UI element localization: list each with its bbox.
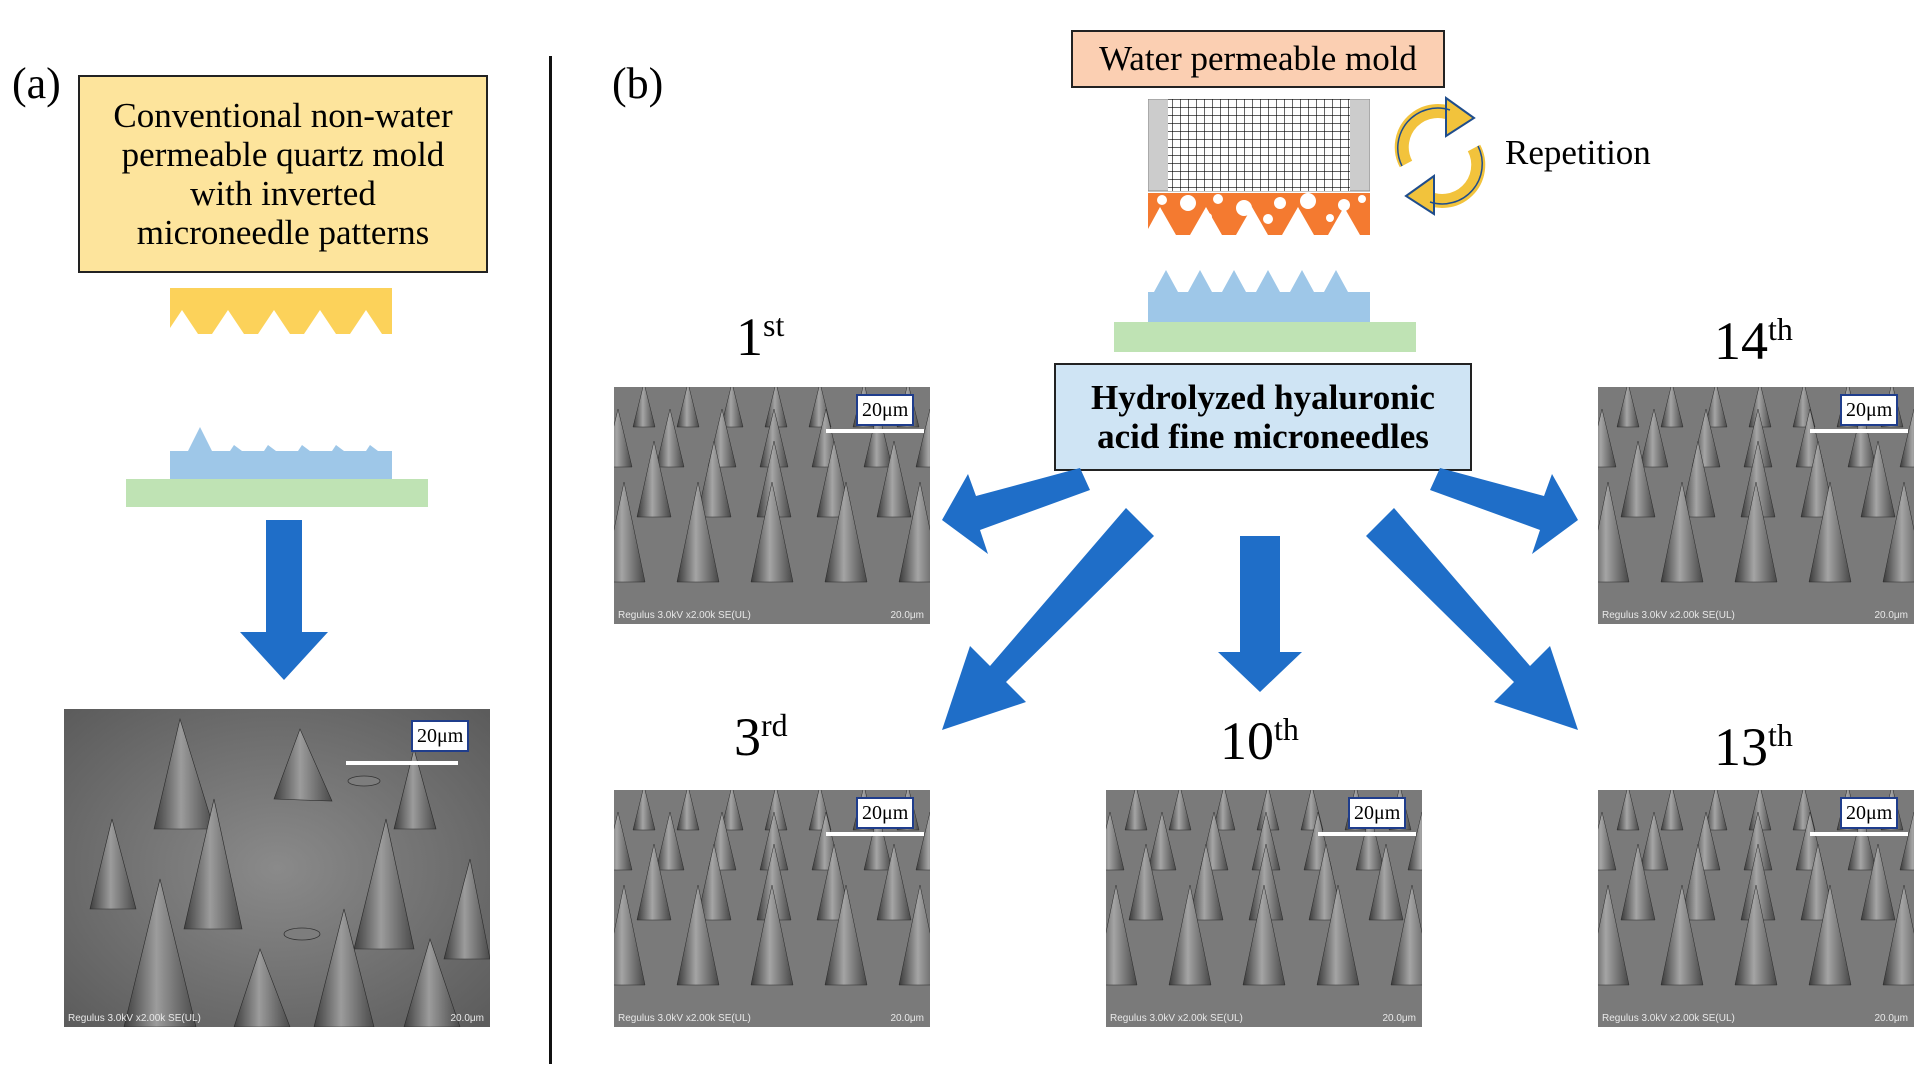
sem-footer: Regulus 3.0kV x2.00k SE(UL) 20.0μm bbox=[1602, 1013, 1908, 1024]
scale-label: 20μm bbox=[1348, 797, 1407, 829]
sem-footer-left: Regulus 3.0kV x2.00k SE(UL) bbox=[1110, 1013, 1243, 1024]
quartz-box-line-4: microneedle patterns bbox=[136, 213, 430, 253]
scale-label: 20μm bbox=[856, 394, 915, 426]
panel-divider bbox=[549, 56, 552, 1064]
label-14th-sup: th bbox=[1768, 311, 1793, 347]
sem-footer: Regulus 3.0kV x2.00k SE(UL) 20.0μm bbox=[618, 1013, 924, 1024]
arrows-b bbox=[942, 468, 1578, 730]
microneedle-layer-a bbox=[170, 427, 392, 479]
quartz-mold-shape bbox=[170, 288, 392, 334]
quartz-box-line-3: with inverted bbox=[190, 174, 376, 213]
sem-footer-left: Regulus 3.0kV x2.00k SE(UL) bbox=[1602, 610, 1735, 621]
quartz-mold-box: Conventional non-water permeable quartz … bbox=[78, 75, 488, 273]
water-permeable-mold-label: Water permeable mold bbox=[1099, 39, 1417, 79]
label-13th: 13th bbox=[1714, 716, 1793, 778]
sem-image-conventional: 20μm Regulus 3.0kV x2.00k SE(UL) 20.0μm bbox=[64, 709, 490, 1027]
center-box-line-1: Hydrolyzed hyaluronic bbox=[1091, 377, 1435, 417]
scale-bar-a bbox=[346, 761, 458, 765]
panel-b-label: (b) bbox=[612, 59, 664, 108]
sem-footer-left: Regulus 3.0kV x2.00k SE(UL) bbox=[618, 1013, 751, 1024]
sem-texture bbox=[1598, 790, 1914, 1027]
label-10th-sup: th bbox=[1274, 711, 1299, 747]
label-13th-num: 13 bbox=[1714, 717, 1768, 777]
label-3rd: 3rd bbox=[734, 706, 788, 768]
sem-footer-right: 20.0μm bbox=[1382, 1013, 1416, 1024]
sem-footer-left-a: Regulus 3.0kV x2.00k SE(UL) bbox=[68, 1013, 201, 1024]
arrow-to-3rd bbox=[942, 508, 1154, 730]
scale-bar bbox=[826, 832, 924, 836]
label-1st-sup: st bbox=[763, 307, 785, 343]
repetition-cycle-icon bbox=[1394, 96, 1486, 216]
sem-texture bbox=[614, 387, 930, 624]
sem-footer-right-a: 20.0μm bbox=[450, 1013, 484, 1024]
arrow-to-13th bbox=[1366, 508, 1578, 730]
label-1st-num: 1 bbox=[736, 307, 763, 367]
sem-footer-left: Regulus 3.0kV x2.00k SE(UL) bbox=[618, 610, 751, 621]
scale-bar bbox=[826, 429, 924, 433]
scale-label-a: 20μm bbox=[411, 720, 470, 752]
sem-texture bbox=[1106, 790, 1422, 1027]
label-1st: 1st bbox=[736, 306, 784, 368]
scale-bar bbox=[1810, 832, 1908, 836]
permeable-mold-shape bbox=[1148, 99, 1370, 235]
sem-footer: Regulus 3.0kV x2.00k SE(UL) 20.0μm bbox=[618, 610, 924, 621]
label-3rd-sup: rd bbox=[761, 707, 788, 743]
sem-footer-right: 20.0μm bbox=[1874, 1013, 1908, 1024]
quartz-box-line-1: Conventional non-water bbox=[113, 95, 453, 135]
label-14th: 14th bbox=[1714, 310, 1793, 372]
panel-a-label: (a) bbox=[12, 59, 61, 108]
center-box-line-2: acid fine microneedles bbox=[1097, 417, 1429, 456]
quartz-box-line-2: permeable quartz mold bbox=[121, 134, 445, 174]
scale-bar bbox=[1810, 429, 1908, 433]
scale-label: 20μm bbox=[1840, 394, 1899, 426]
sem-texture-a bbox=[64, 709, 490, 1027]
label-10th: 10th bbox=[1220, 710, 1299, 772]
hyaluronic-acid-box: Hydrolyzed hyaluronic acid fine micronee… bbox=[1054, 363, 1472, 471]
substrate-a bbox=[126, 479, 428, 507]
sem-footer-right: 20.0μm bbox=[890, 1013, 924, 1024]
sem-texture bbox=[1598, 387, 1914, 624]
sem-footer: Regulus 3.0kV x2.00k SE(UL) 20.0μm bbox=[1110, 1013, 1416, 1024]
arrow-to-1st bbox=[942, 468, 1090, 554]
water-permeable-mold-box: Water permeable mold bbox=[1071, 30, 1445, 88]
sem-footer-left: Regulus 3.0kV x2.00k SE(UL) bbox=[1602, 1013, 1735, 1024]
sem-footer-right: 20.0μm bbox=[1874, 610, 1908, 621]
sem-texture bbox=[614, 790, 930, 1027]
arrow-to-10th bbox=[1218, 536, 1302, 692]
substrate-b bbox=[1114, 322, 1416, 352]
repetition-label: Repetition bbox=[1505, 133, 1651, 172]
sem-footer-right: 20.0μm bbox=[890, 610, 924, 621]
microneedle-layer-b bbox=[1148, 270, 1370, 322]
sem-footer: Regulus 3.0kV x2.00k SE(UL) 20.0μm bbox=[1602, 610, 1908, 621]
arrow-to-14th bbox=[1430, 468, 1578, 554]
label-14th-num: 14 bbox=[1714, 311, 1768, 371]
label-3rd-num: 3 bbox=[734, 707, 761, 767]
label-10th-num: 10 bbox=[1220, 711, 1274, 771]
down-arrow-a bbox=[240, 520, 328, 680]
label-13th-sup: th bbox=[1768, 717, 1793, 753]
scale-label: 20μm bbox=[856, 797, 915, 829]
scale-bar bbox=[1318, 832, 1416, 836]
scale-label: 20μm bbox=[1840, 797, 1899, 829]
sem-footer-a: Regulus 3.0kV x2.00k SE(UL) 20.0μm bbox=[68, 1013, 484, 1024]
